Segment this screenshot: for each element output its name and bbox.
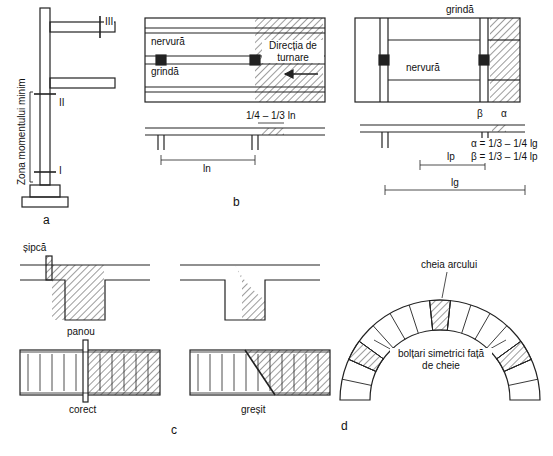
voussoir-joint <box>504 359 531 371</box>
stirrup <box>318 354 319 391</box>
panel-letter: c <box>170 424 178 438</box>
stirrup <box>258 354 259 391</box>
voussoir-joint <box>497 341 521 359</box>
stirrup <box>100 354 101 391</box>
stirrup <box>112 354 113 391</box>
stirrup <box>246 354 247 391</box>
stirrup <box>124 354 125 391</box>
voussoir-joint <box>359 341 383 359</box>
voussoir-joint <box>349 359 376 371</box>
dimension: 1/4 – 1/3 ln <box>245 110 296 122</box>
hatched-voussoir <box>497 341 532 371</box>
voussoir-joint <box>342 379 371 385</box>
formula: β = 1/3 – 1/4 lp <box>470 151 539 163</box>
voussoir-joint <box>349 359 376 371</box>
voussoir-joint <box>497 341 521 359</box>
stirrup <box>136 354 137 391</box>
verdict: greșit <box>240 404 266 416</box>
joint-sections <box>20 256 330 402</box>
voussoir-joint <box>390 313 405 339</box>
part-name: cheia arcului <box>420 259 478 271</box>
stirrup <box>270 354 271 391</box>
dimension: α <box>500 108 508 120</box>
rebar <box>20 393 330 394</box>
stirrup <box>76 354 77 391</box>
part-name: grindă <box>150 66 180 78</box>
part-name: grindă <box>445 4 475 16</box>
hatched-voussoir <box>349 341 384 371</box>
part-name: șipcă <box>22 242 47 254</box>
stirrup <box>294 354 295 391</box>
voussoir-joint <box>430 301 433 331</box>
stirrup <box>198 354 199 391</box>
section-mark: III <box>104 16 114 28</box>
stirrup <box>40 354 41 391</box>
leader-lines <box>374 272 506 350</box>
stirrup <box>64 354 65 391</box>
stirrup <box>282 354 283 391</box>
slab-plan-beams <box>355 18 525 195</box>
voussoir-joint <box>504 359 531 371</box>
voussoir-joint <box>430 301 433 331</box>
part-name: nervură <box>405 62 441 74</box>
stirrups <box>20 352 330 393</box>
stirrup <box>234 354 235 391</box>
panel-letter: b <box>232 196 241 210</box>
voussoir-joint <box>409 305 418 334</box>
panel-letter: d <box>340 420 349 434</box>
voussoir-joint <box>508 379 537 385</box>
direction-note: Direcția de turnare <box>262 40 324 63</box>
section-mark: I <box>58 165 63 177</box>
part-name: panou <box>66 326 96 338</box>
part-name: bolțari simetrici față de cheie <box>390 348 492 371</box>
stirrup <box>306 354 307 391</box>
voussoir-joint <box>475 313 490 339</box>
dimension: ln <box>202 163 212 175</box>
voussoir-joint <box>359 341 383 359</box>
stirrup <box>148 354 149 391</box>
frame-sketch <box>22 8 115 207</box>
verdict: corect <box>68 404 97 416</box>
stirrup <box>28 354 29 391</box>
stirrup <box>52 354 53 391</box>
dimension: β <box>476 108 484 120</box>
panel-letter: a <box>42 214 51 228</box>
hatched-voussoir <box>430 300 451 330</box>
formula: α = 1/3 – 1/4 lg <box>470 138 539 150</box>
stirrup <box>210 354 211 391</box>
arch <box>340 300 540 400</box>
voussoir-joint <box>447 301 450 331</box>
dimension: lg <box>450 177 460 189</box>
rebar <box>20 352 330 353</box>
stirrup <box>222 354 223 391</box>
part-name: nervură <box>150 36 186 48</box>
voussoirs <box>342 300 538 385</box>
slab-plan-ribs <box>145 18 325 165</box>
section-mark: II <box>58 97 66 109</box>
dimension: lp <box>446 151 456 163</box>
zone-note: Zona momentului minim <box>16 77 28 186</box>
voussoir-joint <box>447 301 450 331</box>
voussoir-joint <box>462 305 471 334</box>
